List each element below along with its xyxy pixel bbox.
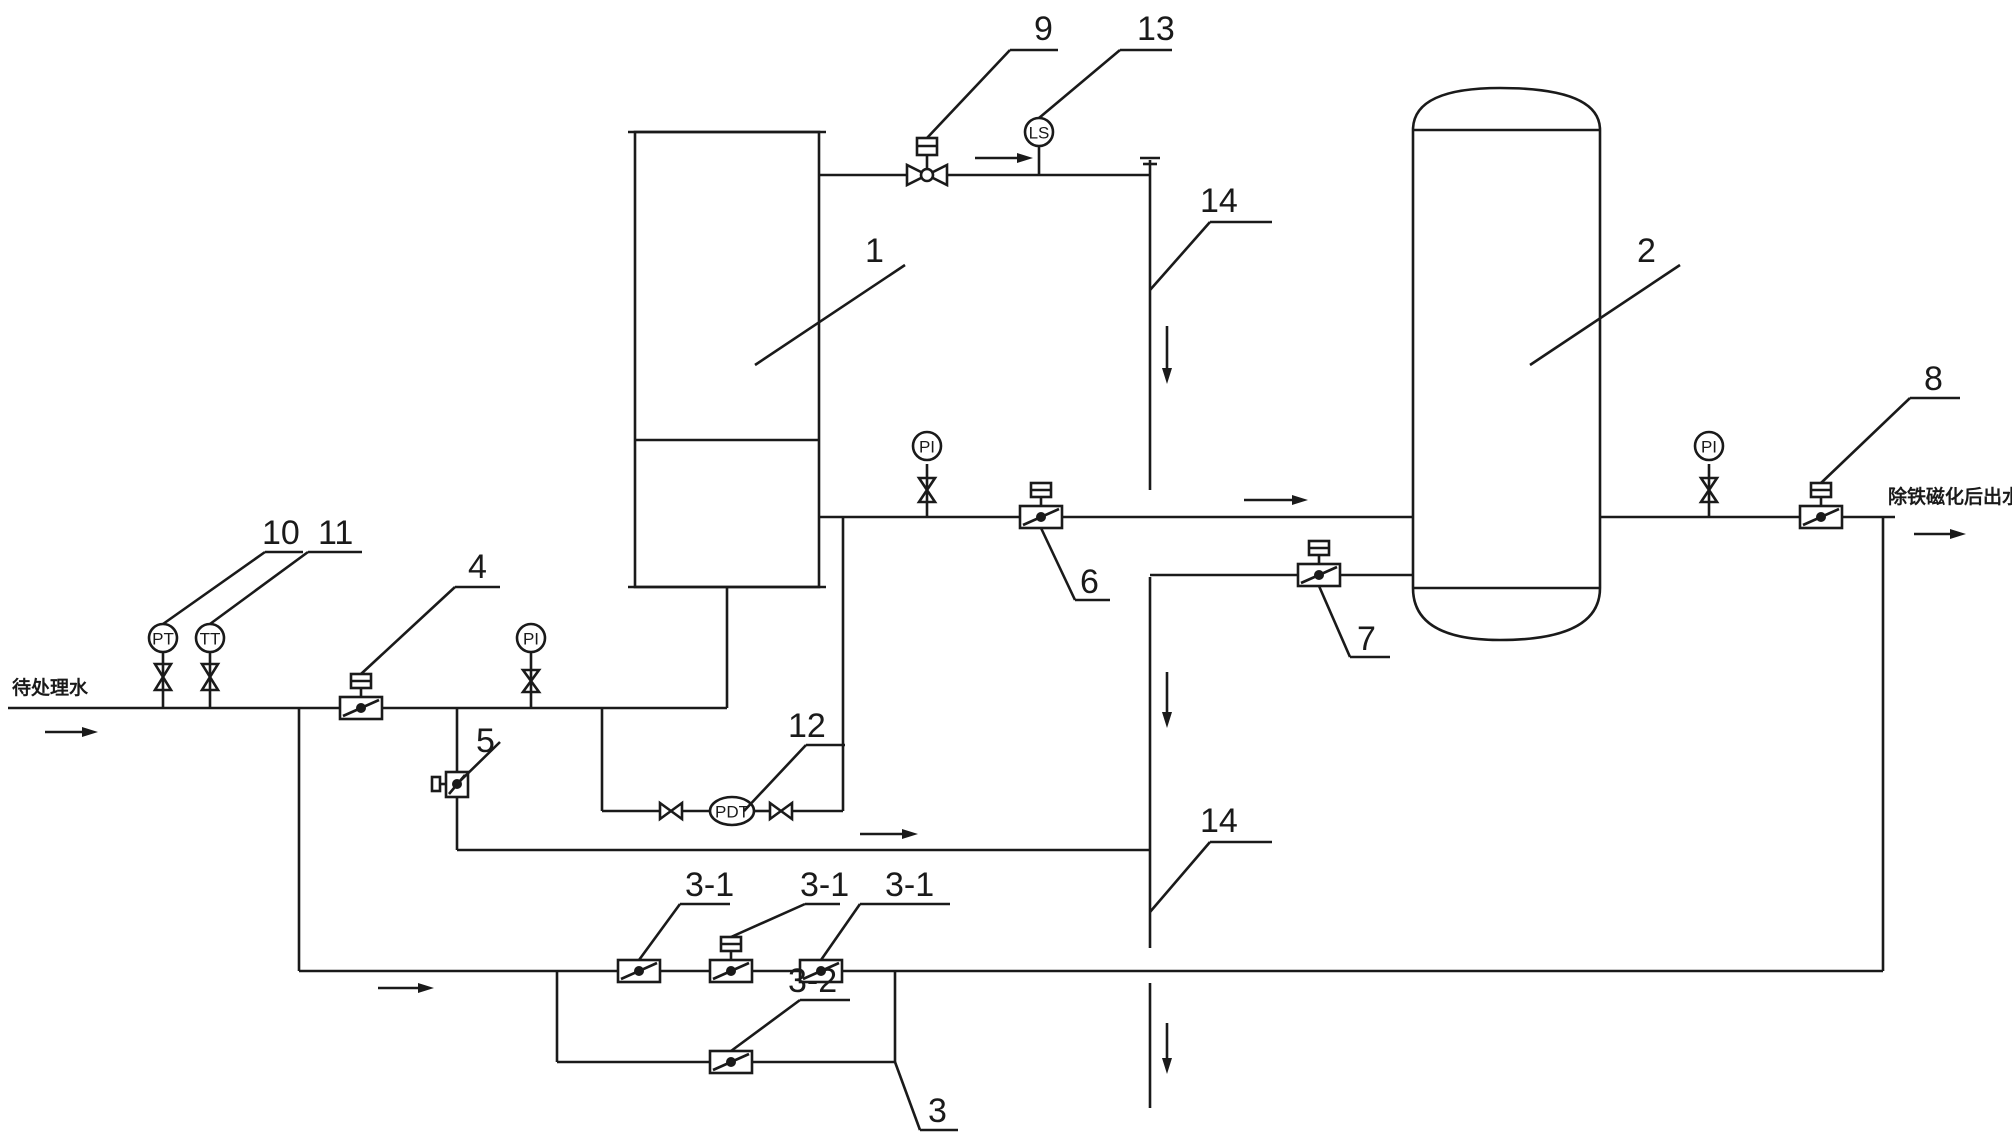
flow-arrow-icon (1162, 672, 1172, 728)
pi-inlet-instrument: PI (515, 622, 547, 654)
flow-arrow-icon (378, 983, 434, 993)
valve-4 (338, 672, 384, 721)
gate-valve-icon (916, 476, 938, 504)
valve-7 (1296, 539, 1342, 588)
label-drain-14-bottom: 14 (1200, 802, 1238, 840)
ls-label: LS (1029, 124, 1050, 143)
pdt-label: PDT (715, 803, 749, 822)
label-valve-8: 8 (1924, 360, 1943, 398)
label-tt-11: 11 (318, 514, 353, 552)
ls-instrument: LS (1023, 116, 1055, 148)
bypass-valve-3-1-a (616, 958, 662, 984)
label-vessel-2: 2 (1637, 232, 1656, 270)
label-valve-5: 5 (476, 722, 495, 760)
label-pt-10: 10 (262, 514, 300, 552)
flow-arrow-icon (860, 829, 918, 839)
valve-8 (1798, 481, 1844, 530)
gate-valve-icon (520, 668, 542, 694)
flow-arrow-icon (1162, 1023, 1172, 1074)
pi-outlet-label: PI (1701, 438, 1717, 457)
label-valve-7: 7 (1357, 620, 1376, 658)
flow-arrow-icon (1914, 529, 1966, 539)
flow-arrow-icon (45, 727, 98, 737)
valve-6 (1018, 481, 1064, 530)
pt-instrument: PT (147, 622, 179, 654)
flow-arrow-icon (1162, 326, 1172, 384)
flow-arrows (45, 153, 1966, 1074)
outlet-stream-label: 除铁磁化后出水 (1888, 485, 2012, 508)
bypass-valve-3-2 (708, 1049, 754, 1075)
tt-instrument: TT (194, 622, 226, 654)
label-valve-6: 6 (1080, 563, 1099, 601)
vessel-2 (1411, 86, 1602, 642)
inlet-stream-label: 待处理水 (12, 676, 89, 699)
pi-outlet-instrument: PI (1693, 430, 1725, 462)
gate-valve-icon (658, 800, 684, 822)
gate-valve-icon (199, 662, 221, 692)
label-bypass-valve-3-1-c: 3-1 (885, 866, 934, 904)
label-pdt-12: 12 (788, 707, 826, 745)
gate-valve-icon (152, 662, 174, 692)
label-valve-9: 9 (1034, 10, 1053, 48)
label-valve-4: 4 (468, 548, 487, 586)
gate-valve-icon (1698, 476, 1720, 504)
label-bypass-valve-3-1-a: 3-1 (685, 866, 734, 904)
pdt-instrument: PDT (708, 795, 756, 827)
leader-lines (162, 48, 1960, 1132)
flow-arrow-icon (1244, 495, 1308, 505)
pi-mid-label: PI (919, 438, 935, 457)
label-vessel-1: 1 (865, 232, 884, 270)
pi-inlet-label: PI (523, 630, 539, 649)
vessel-1 (628, 130, 826, 589)
tt-label: TT (200, 630, 221, 649)
bypass-valve-3-1-b (708, 935, 754, 984)
label-ls-13: 13 (1137, 10, 1175, 48)
pt-label: PT (152, 630, 174, 649)
label-bypass-valve-3-2: 3-2 (788, 962, 837, 1000)
pi-mid-instrument: PI (911, 430, 943, 462)
valve-9 (905, 136, 949, 188)
label-drain-14-top: 14 (1200, 182, 1238, 220)
label-bypass-valve-3-1-b: 3-1 (800, 866, 849, 904)
label-bypass-3: 3 (928, 1092, 947, 1130)
valve-5 (430, 770, 470, 799)
piping (8, 146, 1895, 1108)
gate-valve-icon (768, 800, 794, 822)
flow-arrow-icon (975, 153, 1033, 163)
